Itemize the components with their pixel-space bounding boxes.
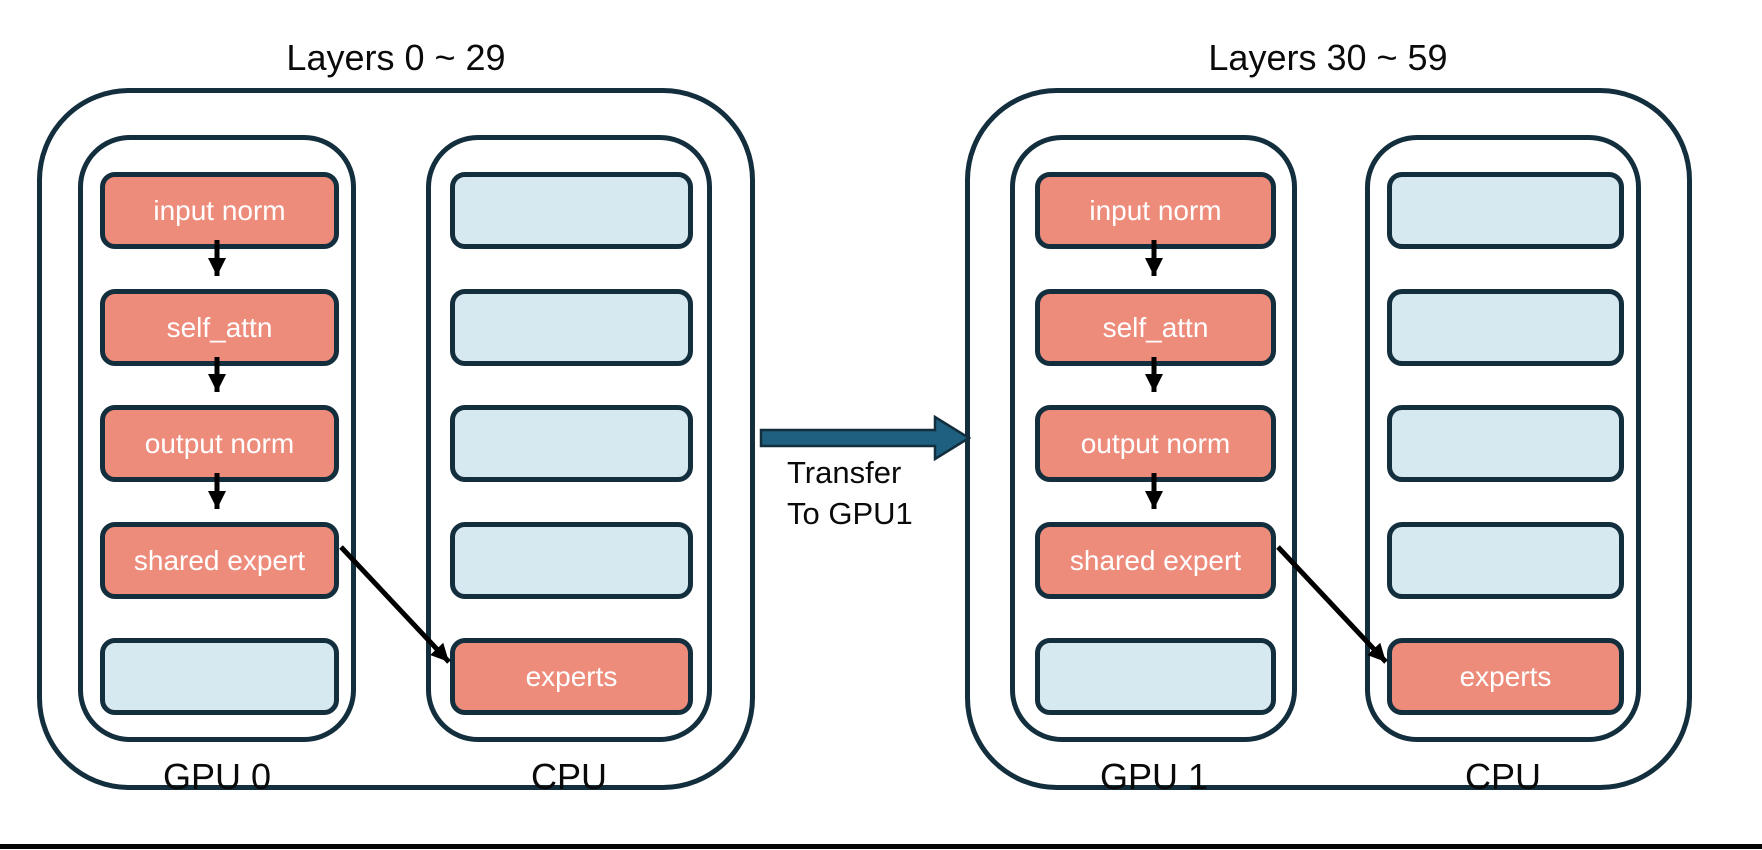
group-title-layers-30-59: Layers 30 ~ 59 bbox=[1208, 37, 1448, 78]
empty-slot-box bbox=[450, 289, 693, 366]
device-label-cpu-right: CPU bbox=[1464, 756, 1541, 797]
group-title-layers-0-29: Layers 0 ~ 29 bbox=[286, 37, 506, 78]
module-box-label: shared expert bbox=[133, 544, 306, 576]
transfer-label: Transfer To GPU1 bbox=[787, 452, 913, 534]
module-box-label: output norm bbox=[144, 427, 295, 459]
empty-slot-box bbox=[1035, 638, 1276, 715]
module-box-label: input norm bbox=[1089, 194, 1222, 226]
module-box-self-attn: self_attn bbox=[100, 289, 339, 366]
empty-slot-box bbox=[100, 638, 339, 715]
transfer-label-line1: Transfer bbox=[787, 455, 902, 490]
module-box-output-norm: output norm bbox=[1035, 405, 1276, 482]
empty-slot-box bbox=[1387, 172, 1624, 249]
module-box-output-norm: output norm bbox=[100, 405, 339, 482]
cpu-column-right: experts bbox=[1365, 135, 1641, 742]
gpu1-column: input norm self_attn output norm shared … bbox=[1010, 135, 1297, 742]
group-container-layers-30-59: input norm self_attn output norm shared … bbox=[965, 88, 1692, 790]
module-box-input-norm: input norm bbox=[100, 172, 339, 249]
module-box-label: self_attn bbox=[166, 311, 273, 343]
group-container-layers-0-29: input norm self_attn output norm shared … bbox=[37, 88, 755, 790]
transfer-label-line2: To GPU1 bbox=[787, 496, 913, 531]
device-label-gpu0: GPU 0 bbox=[162, 756, 272, 797]
gpu0-column: input norm self_attn output norm shared … bbox=[78, 135, 356, 742]
device-label-gpu1: GPU 1 bbox=[1099, 756, 1209, 797]
device-label-cpu-left: CPU bbox=[530, 756, 607, 797]
module-box-self-attn: self_attn bbox=[1035, 289, 1276, 366]
module-box-shared-expert: shared expert bbox=[1035, 522, 1276, 599]
slide-bottom-edge bbox=[0, 844, 1762, 849]
cpu-column-left: experts bbox=[426, 135, 712, 742]
module-box-input-norm: input norm bbox=[1035, 172, 1276, 249]
module-box-label: experts bbox=[525, 660, 618, 692]
module-box-label: self_attn bbox=[1102, 311, 1209, 343]
empty-slot-box bbox=[1387, 289, 1624, 366]
empty-slot-box bbox=[450, 405, 693, 482]
empty-slot-box bbox=[450, 522, 693, 599]
empty-slot-box bbox=[1387, 522, 1624, 599]
module-box-label: output norm bbox=[1080, 427, 1231, 459]
module-box-label: input norm bbox=[153, 194, 286, 226]
module-box-experts: experts bbox=[450, 638, 693, 715]
module-box-experts: experts bbox=[1387, 638, 1624, 715]
module-box-label: experts bbox=[1459, 660, 1552, 692]
module-box-shared-expert: shared expert bbox=[100, 522, 339, 599]
module-box-label: shared expert bbox=[1069, 544, 1242, 576]
empty-slot-box bbox=[450, 172, 693, 249]
empty-slot-box bbox=[1387, 405, 1624, 482]
